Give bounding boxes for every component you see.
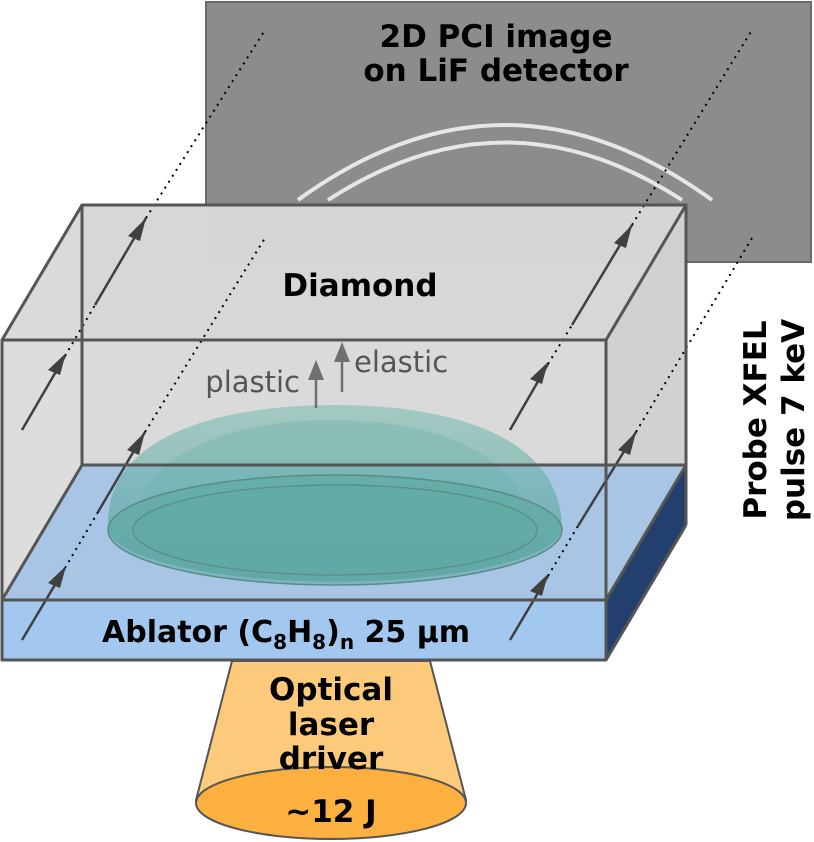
beam-left-a-mid [64, 304, 96, 357]
plastic-label: plastic [205, 365, 300, 399]
beam-right-a-mid [547, 324, 573, 365]
probe-label-line1: Probe XFEL [738, 320, 774, 519]
ablator-label-prefix: Ablator (C [102, 615, 273, 650]
beam-right-b-arrowhead-1 [530, 574, 548, 596]
pci-fringe-inner [326, 140, 684, 202]
ablator-label-sub3: n [340, 630, 354, 654]
edge-back-top [80, 203, 688, 525]
edge-front [0, 338, 608, 660]
beam-left-a-arrowhead-2 [128, 218, 146, 241]
optical-laser-driver: Optical laser driver ~12 J [194, 660, 468, 840]
beam-right-b-mid [547, 525, 579, 577]
beam-right-a-top [631, 29, 753, 226]
shock-front [107, 405, 563, 586]
ablator-front-face [2, 600, 606, 660]
beam-right-b-arrowhead-2 [618, 432, 636, 455]
wave-arrows: plastic elastic [205, 342, 448, 408]
pci-fringe-outer [296, 123, 714, 202]
ablator-label-mid: H [287, 615, 312, 650]
edge-top-right [604, 204, 688, 341]
detector-label-line1: 2D PCI image [380, 19, 613, 55]
beam-left-b-arrowhead-2 [127, 432, 145, 455]
beam-left-b-top [144, 237, 266, 433]
laser-label-line2: laser [288, 707, 375, 743]
laser-label-line3: driver [279, 741, 384, 777]
diamond-label: Diamond [282, 268, 437, 304]
beam-right-a-arrowhead-1 [530, 362, 548, 384]
edge-top-left [0, 204, 84, 341]
laser-energy-label: ~12 J [285, 794, 376, 830]
ablator-label-suffix: 25 µm [354, 615, 470, 650]
beam-right-a-arrowhead-2 [614, 225, 632, 248]
edge-mid-left [0, 464, 84, 601]
probe-label: Probe XFEL pulse 7 keV [738, 319, 812, 521]
shock-base-ellipse [107, 474, 563, 586]
ablator-label-close: ) [326, 615, 340, 650]
beam-left-b-arrowhead-1 [48, 566, 66, 588]
laser-cone-base [195, 766, 467, 840]
ablator-label-sub2: 8 [312, 630, 326, 654]
elastic-label: elastic [354, 345, 448, 379]
detector-label-line2: on LiF detector [363, 53, 629, 89]
ablator-label-sub1: 8 [273, 630, 287, 654]
elastic-arrowhead [334, 342, 350, 362]
beam-right-b-top [635, 237, 753, 433]
edge-mid-right [604, 464, 688, 601]
laser-label-line1: Optical [269, 672, 393, 708]
beam-left-a-arrowhead-1 [48, 353, 66, 375]
plastic-arrowhead [308, 360, 324, 380]
ablator-label: Ablator (C8H8)n 25 µm [102, 615, 470, 654]
diamond-top-face [2, 205, 686, 340]
probe-label-line2: pulse 7 keV [776, 319, 812, 521]
ablator-side-face [606, 465, 686, 660]
shock-base-inner-ellipse [132, 484, 538, 576]
